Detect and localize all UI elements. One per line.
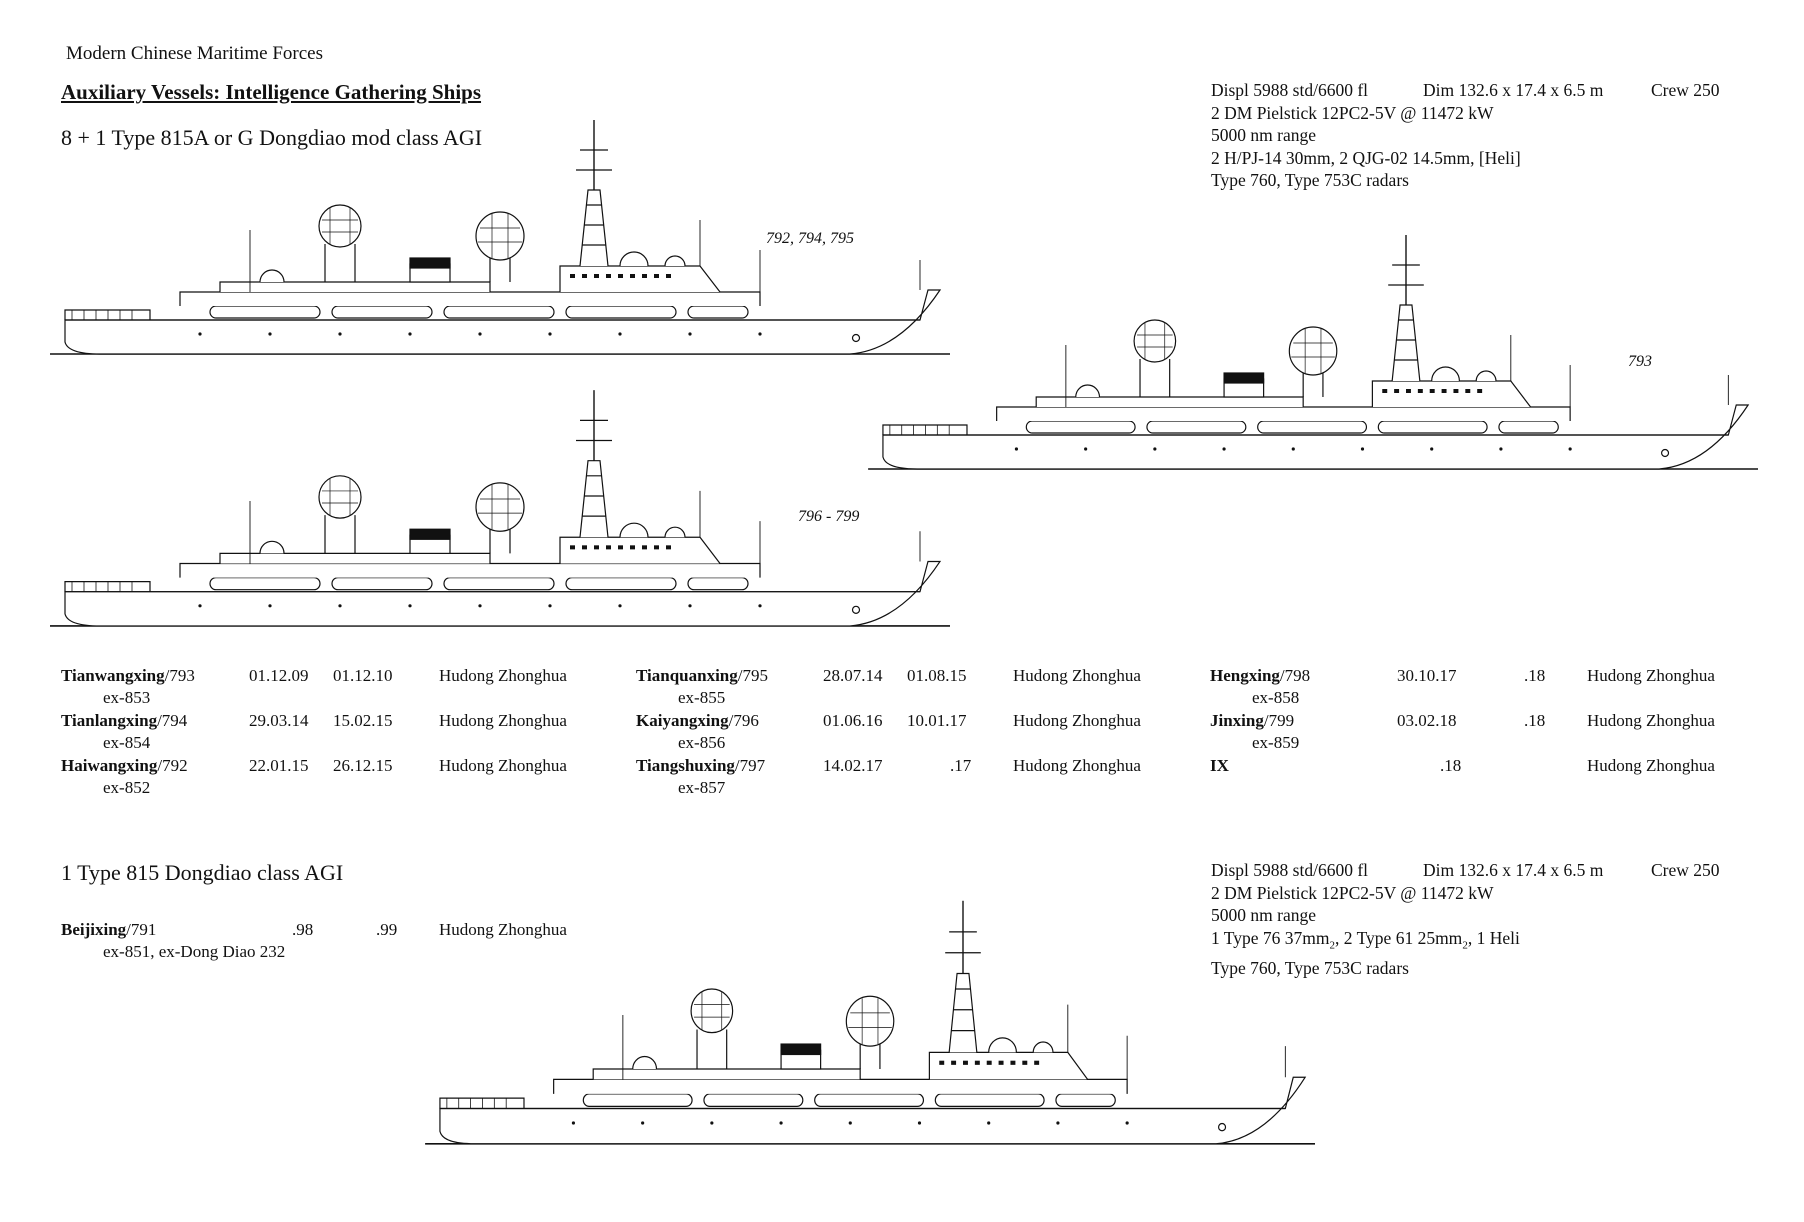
list-item: Beijixing/791 — [61, 920, 157, 939]
drawing-label-792-794-795: 792, 794, 795 — [766, 230, 854, 247]
class-815a-specs: Displ 5988 std/6600 fl Dim 132.6 x 17.4 … — [1211, 79, 1720, 192]
list-item: Jinxing/799 — [1210, 711, 1295, 730]
spec-displacement: Displ 5988 std/6600 fl — [1211, 80, 1369, 100]
ship-date-2: 01.08.15 — [907, 666, 967, 685]
spec-machinery: 2 DM Pielstick 12PC2-5V @ 11472 kW — [1211, 882, 1494, 903]
spec-machinery: 2 DM Pielstick 12PC2-5V @ 11472 kW — [1211, 102, 1494, 123]
ship-former-id: ex-856 — [678, 733, 726, 752]
ship-date-1: 22.01.15 — [249, 756, 309, 775]
spec-range: 5000 nm range — [1211, 125, 1316, 145]
ship-date-1: 28.07.14 — [823, 666, 883, 685]
ship-drawing-793 — [867, 234, 1759, 470]
ship-former-id: ex-854 — [103, 733, 151, 752]
spec-range: 5000 nm range — [1211, 905, 1316, 925]
list-item: Kaiyangxing/796 — [636, 711, 759, 730]
spec-armament: 1 Type 76 37mm2, 2 Type 61 25mm2, 1 Heli — [1211, 927, 1520, 952]
drawing-label-796-799: 796 - 799 — [798, 508, 860, 525]
list-item: Hengxing/798 — [1210, 666, 1311, 685]
ship-date-2: .17 — [950, 756, 972, 775]
spec-radars: Type 760, Type 753C radars — [1211, 957, 1409, 978]
class-815a-heading: 8 + 1 Type 815A or G Dongdiao mod class … — [61, 125, 483, 150]
ship-date-1: 03.02.18 — [1397, 711, 1457, 730]
ship-drawing-791 — [424, 899, 1316, 1145]
ship-date-2: .18 — [1524, 666, 1546, 685]
ship-date-2: 26.12.15 — [333, 756, 393, 775]
ship-yard: Hudong Zhonghua — [439, 920, 567, 939]
ship-yard: Hudong Zhonghua — [1013, 711, 1141, 730]
ship-former-id: ex-853 — [103, 688, 151, 707]
ship-date-1: 14.02.17 — [823, 756, 883, 775]
spec-dimensions: Dim 132.6 x 17.4 x 6.5 m — [1423, 80, 1604, 100]
spec-dimensions: Dim 132.6 x 17.4 x 6.5 m — [1423, 860, 1604, 880]
spec-radars: Type 760, Type 753C radars — [1211, 170, 1409, 190]
class-815-specs: Displ 5988 std/6600 fl Dim 132.6 x 17.4 … — [1211, 859, 1720, 979]
ship-former-id: ex-855 — [678, 688, 726, 707]
spec-crew: Crew 250 — [1651, 80, 1720, 100]
ship-former-id: ex-859 — [1252, 733, 1300, 752]
list-item: Tianlangxing/794 — [61, 711, 188, 730]
ship-date-2: 15.02.15 — [333, 711, 393, 730]
series-title: Modern Chinese Maritime Forces — [66, 43, 323, 64]
ship-yard: Hudong Zhonghua — [1587, 756, 1715, 775]
list-item: IX — [1210, 756, 1229, 775]
ship-yard: Hudong Zhonghua — [1013, 666, 1141, 685]
spec-displacement: Displ 5988 std/6600 fl — [1211, 860, 1369, 880]
ship-yard: Hudong Zhonghua — [1013, 756, 1141, 775]
ship-yard: Hudong Zhonghua — [439, 756, 567, 775]
ship-date-2: .99 — [376, 920, 398, 939]
ship-yard: Hudong Zhonghua — [439, 711, 567, 730]
spec-armament: 2 H/PJ-14 30mm, 2 QJG-02 14.5mm, [Heli] — [1211, 147, 1521, 168]
ship-drawing-796-799 — [49, 389, 951, 627]
ship-date-1: 01.06.16 — [823, 711, 883, 730]
ship-former-id: ex-851, ex-Dong Diao 232 — [103, 942, 286, 961]
ship-date-2: 01.12.10 — [333, 666, 393, 685]
ship-yard: Hudong Zhonghua — [1587, 711, 1715, 730]
ship-date-1: 01.12.09 — [249, 666, 309, 685]
ship-date-1: 29.03.14 — [249, 711, 309, 730]
ship-former-id: ex-852 — [103, 778, 151, 797]
ship-date-2: .18 — [1524, 711, 1546, 730]
drawing-label-793: 793 — [1628, 353, 1652, 370]
page-title: Auxiliary Vessels: Intelligence Gatherin… — [61, 80, 482, 104]
ship-date-2: 10.01.17 — [907, 711, 967, 730]
ship-yard: Hudong Zhonghua — [439, 666, 567, 685]
ship-former-id: ex-857 — [678, 778, 726, 797]
ship-date-1: 30.10.17 — [1397, 666, 1457, 685]
spec-crew: Crew 250 — [1651, 860, 1720, 880]
ship-yard: Hudong Zhonghua — [1587, 666, 1715, 685]
ship-date-1: .98 — [292, 920, 314, 939]
list-item: Haiwangxing/792 — [61, 756, 188, 775]
ship-former-id: ex-858 — [1252, 688, 1300, 707]
class-815-heading: 1 Type 815 Dongdiao class AGI — [61, 860, 344, 885]
list-item: Tianwangxing/793 — [61, 666, 195, 685]
ship-date-1: .18 — [1440, 756, 1462, 775]
list-item: Tianquanxing/795 — [636, 666, 768, 685]
list-item: Tiangshuxing/797 — [636, 756, 766, 775]
